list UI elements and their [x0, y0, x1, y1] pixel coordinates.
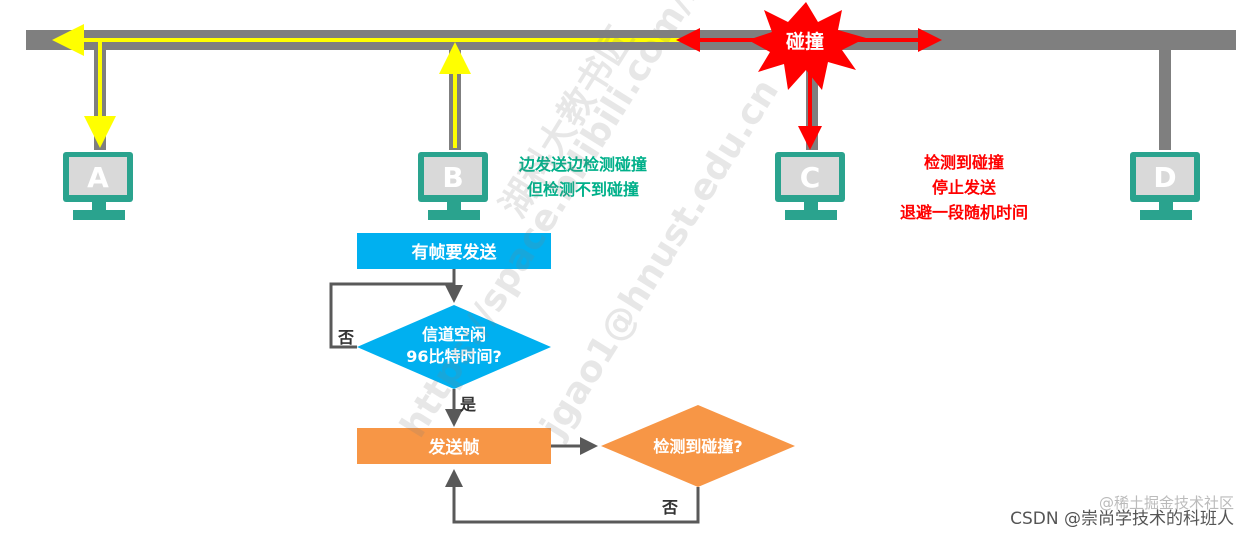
monitor-screen [424, 157, 482, 195]
station-c-note: 检测到碰撞 停止发送 退避一段随机时间 [900, 153, 1028, 222]
monitor-neck [92, 202, 106, 210]
flow-decision-idle [357, 305, 551, 389]
footer-watermark-overlay: @稀土掘金技术社区 [1099, 494, 1234, 512]
station-b-note-line-1: 边发送边检测碰撞 [518, 155, 647, 174]
station-b-note-line-2: 但检测不到碰撞 [527, 180, 639, 199]
monitor-base [1140, 210, 1192, 220]
flow-decision-collision-label: 检测到碰撞? [653, 437, 742, 456]
monitor-neck [447, 202, 461, 210]
flow-loop-no-idle [329, 282, 454, 349]
station-c-note-line-1: 检测到碰撞 [924, 153, 1004, 172]
flow-decision-idle-line-1: 信道空闲 [422, 325, 486, 344]
flow-yes-label: 是 [459, 395, 476, 414]
station-b-note: 边发送边检测碰撞 但检测不到碰撞 [518, 155, 647, 199]
monitor-neck [804, 202, 818, 210]
flow-start-box [357, 233, 551, 269]
flow-start-label: 有帧要发送 [412, 242, 498, 263]
flow-no-idle-label: 否 [337, 328, 354, 347]
monitor-screen [1136, 157, 1194, 195]
burst-shape [748, 2, 866, 90]
station-a: A [63, 152, 133, 220]
flowchart: 有帧要发送 信道空闲 96比特时间? 否 是 发送帧 检测到碰撞? 否 [329, 233, 795, 524]
station-d-drop [1159, 40, 1171, 150]
collision-label: 碰撞 [786, 30, 824, 53]
station-c-note-line-2: 停止发送 [932, 178, 997, 197]
station-b: B [418, 152, 488, 220]
monitor-base [428, 210, 480, 220]
monitor-base [785, 210, 837, 220]
monitor-screen [69, 157, 127, 195]
monitor-neck [1159, 202, 1173, 210]
flow-loop-no-collision [445, 469, 700, 524]
monitor-screen [781, 157, 839, 195]
station-c: C [775, 152, 845, 220]
collision-burst: 碰撞 [748, 2, 866, 90]
yellow-signal [52, 24, 690, 148]
station-c-note-line-3: 退避一段随机时间 [900, 203, 1028, 222]
station-c-label: C [800, 161, 821, 194]
flow-decision-collision [601, 405, 795, 487]
station-d: D [1130, 152, 1200, 220]
monitor-base [73, 210, 125, 220]
station-a-label: A [87, 161, 109, 194]
flow-send-label: 发送帧 [428, 437, 480, 458]
station-d-label: D [1153, 161, 1176, 194]
station-b-label: B [442, 161, 463, 194]
flow-decision-idle-line-2: 96比特时间? [406, 347, 502, 366]
flow-send-box [357, 428, 551, 464]
footer-watermark: CSDN @崇尚学技术的科班人 [1010, 509, 1234, 529]
flow-no-collision-label: 否 [661, 498, 678, 517]
